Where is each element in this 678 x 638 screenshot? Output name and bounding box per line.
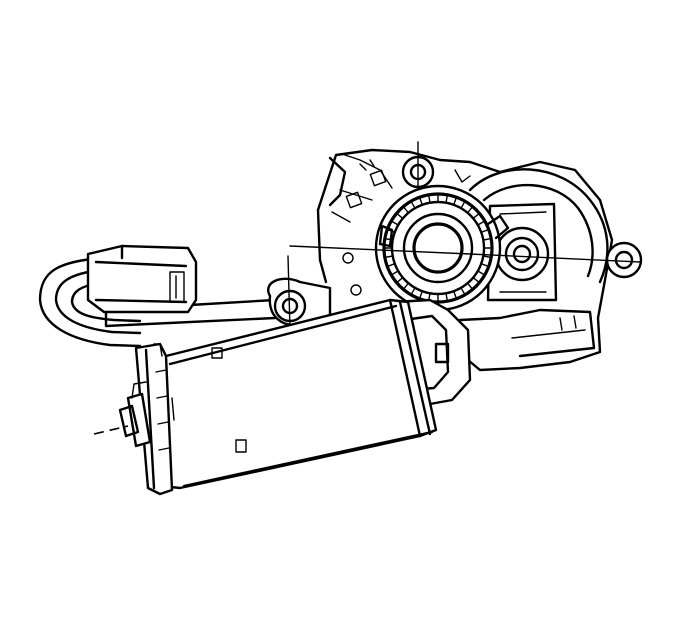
gear-tooth: [466, 282, 474, 291]
gear-tooth: [477, 270, 486, 276]
gear-teeth: [383, 193, 493, 303]
mounting-boss-top: [401, 141, 435, 201]
electrical-connector: [86, 244, 198, 314]
gear-tooth: [482, 237, 492, 241]
mounting-boss-right: [605, 241, 643, 279]
mounting-bracket: [316, 148, 614, 372]
gear-tooth: [472, 276, 481, 284]
gear-tooth: [418, 196, 423, 206]
gear-tooth: [460, 200, 466, 209]
output-gear: [374, 184, 510, 312]
gear-tooth: [466, 205, 474, 214]
gear-tooth: [472, 212, 481, 220]
gear-tooth: [427, 194, 431, 204]
gear-tooth: [390, 270, 399, 276]
gear-tooth: [453, 290, 458, 300]
gear-tooth: [418, 290, 423, 300]
gear-tooth: [445, 194, 449, 204]
gear-tooth: [460, 287, 466, 296]
motor-end-cap: [118, 342, 174, 496]
gear-tooth: [386, 263, 396, 268]
gear-tooth: [395, 276, 404, 284]
gear-tooth: [445, 292, 449, 302]
gear-tooth: [390, 220, 399, 226]
drive-shaft-centerline: [93, 425, 129, 435]
gear-tooth: [410, 287, 416, 296]
motor-housing: [148, 298, 438, 490]
gear-tooth: [480, 263, 490, 268]
gear-tooth: [395, 212, 404, 220]
gear-tooth: [402, 205, 410, 214]
gear-tooth: [482, 255, 492, 259]
gear-tooth: [480, 228, 490, 234]
gear-tooth: [384, 255, 394, 259]
leader-lines: [289, 245, 641, 263]
gear-tooth: [477, 220, 486, 226]
gear-tooth: [410, 200, 416, 209]
gear-tooth: [453, 196, 458, 206]
mounting-boss-left: [267, 255, 332, 331]
wiring-harness: [38, 256, 277, 348]
gear-tooth: [402, 282, 410, 291]
